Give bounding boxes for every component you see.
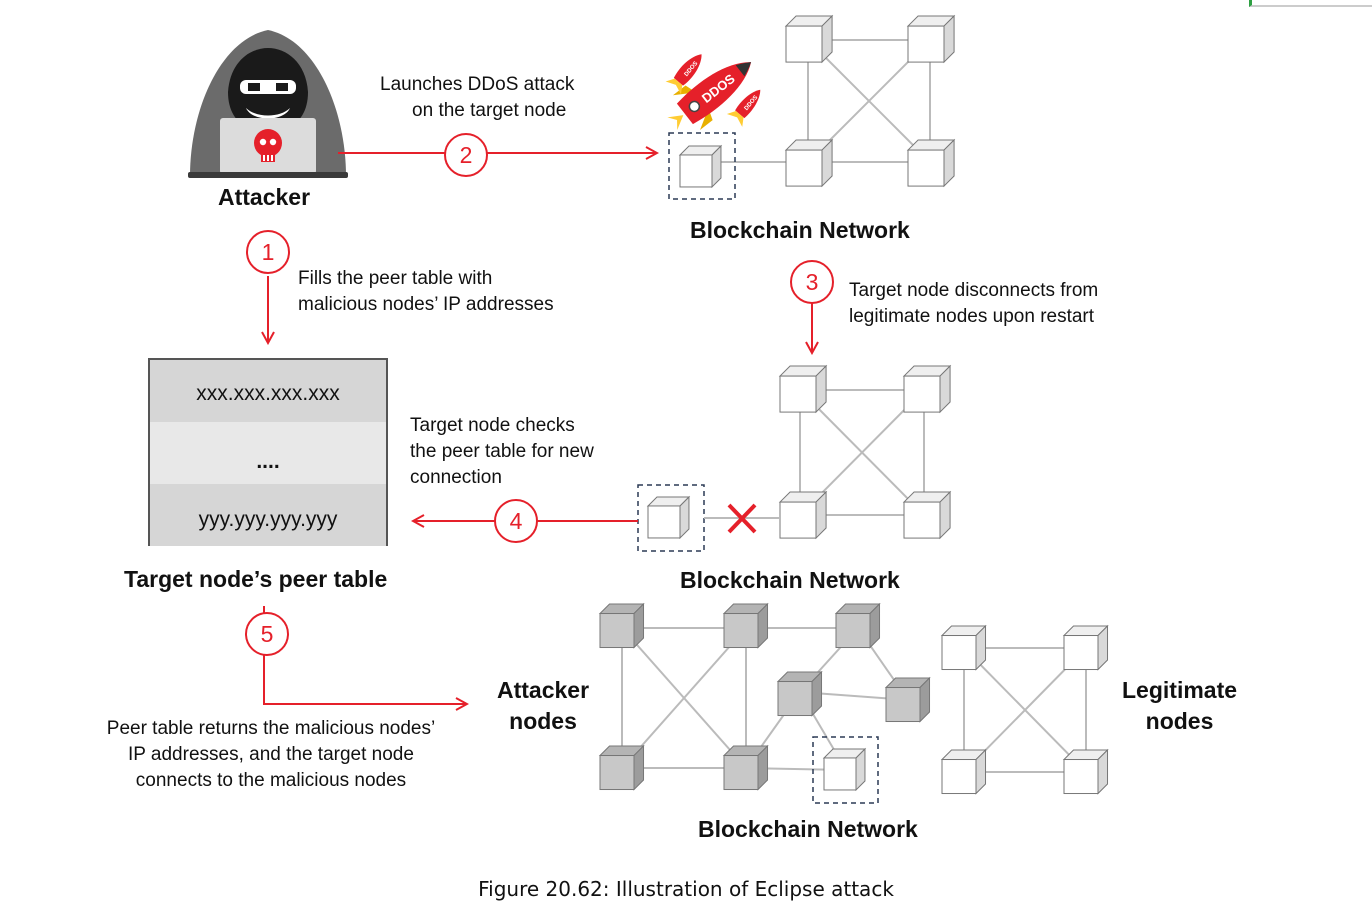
node-cube-icon [1062, 624, 1109, 671]
step-2-marker: 2 [444, 133, 488, 177]
step-2-text-line: on the target node [412, 100, 567, 121]
node-cube-icon [834, 602, 881, 649]
node-cube-icon [784, 14, 834, 64]
node-cube-icon [940, 748, 987, 795]
step-5-text-line: connects to the malicious nodes [135, 770, 407, 791]
node-cube-icon [1062, 748, 1109, 795]
node-cube-icon [778, 490, 828, 540]
node-cube-icon [678, 144, 723, 189]
network-graph [668, 14, 956, 200]
target-node-outline [812, 736, 879, 804]
attacker-nodes-label: Attacker nodes [497, 675, 589, 737]
node-cube-icon [598, 744, 645, 791]
node-cube-icon [940, 624, 987, 671]
step-5-marker: 5 [245, 612, 289, 656]
figure-caption: Figure 20.62: Illustration of Eclipse at… [478, 877, 894, 901]
peer-table: xxx.xxx.xxx.xxx .... yyy.yyy.yyy.yyy [148, 358, 388, 546]
step-number: 2 [460, 142, 473, 168]
step-3-marker: 3 [790, 260, 834, 304]
peer-table-row: .... [256, 450, 280, 473]
node-cube-icon [776, 670, 823, 717]
disconnect-x-icon [727, 503, 757, 534]
node-cube-icon [646, 495, 691, 540]
node-cube-icon [598, 602, 645, 649]
step-2-text-line: Launches DDoS attack [380, 74, 575, 95]
step-4-text-line: the peer table for new [410, 441, 594, 462]
corner-decoration [1249, 0, 1372, 7]
peer-table-row-2-bg [150, 422, 386, 484]
peer-table-row-1-bg [150, 360, 386, 422]
node-cube-icon [778, 364, 828, 414]
step-1-marker: 1 [246, 230, 290, 274]
node-cube-icon [722, 602, 769, 649]
node-cube-icon [722, 744, 769, 791]
node-cube-icon [906, 138, 956, 188]
step-4-text-line: Target node checks [410, 415, 575, 436]
legitimate-nodes-label: Legitimate nodes [1122, 675, 1237, 737]
node-cube-icon [784, 138, 834, 188]
step-number: 1 [262, 239, 275, 265]
node-cube-icon [822, 747, 867, 792]
network-edge [621, 627, 747, 769]
step-5-text-line: Peer table returns the malicious nodes’ [106, 718, 436, 739]
attacker-nodes-label-line: nodes [509, 708, 577, 734]
attacker-icon [188, 30, 348, 178]
step-3-text-line: legitimate nodes upon restart [849, 306, 1095, 327]
step-3-text-line: Target node disconnects from [849, 280, 1099, 301]
network-middle-label: Blockchain Network [680, 567, 900, 593]
peer-table-row: yyy.yyy.yyy.yyy [198, 508, 338, 531]
peer-table-row-3-bg [150, 484, 386, 546]
attacker-label: Attacker [218, 184, 311, 210]
legitimate-nodes-label-line: nodes [1145, 708, 1214, 734]
node-cube-icon [902, 490, 952, 540]
step-1-text: Fills the peer table with malicious node… [298, 266, 554, 318]
attacker-nodes-label-line: Attacker [497, 677, 590, 703]
network-top-label: Blockchain Network [690, 217, 910, 243]
step-2-text: Launches DDoS attack on the target node [380, 72, 574, 124]
target-node-outline [668, 132, 736, 200]
network-graph [637, 364, 952, 552]
node-cube-icon [884, 676, 931, 723]
step-1-text-line: malicious nodes’ IP addresses [298, 294, 554, 315]
step-3-text: Target node disconnects from legitimate … [849, 278, 1098, 330]
network-graph [598, 602, 931, 804]
step-4-text: Target node checks the peer table for ne… [410, 413, 594, 491]
peer-table-row: xxx.xxx.xxx.xxx [196, 382, 340, 405]
step-number: 5 [261, 621, 274, 647]
step-5-text: Peer table returns the malicious nodes’ … [88, 716, 454, 794]
legitimate-nodes-label-line: Legitimate [1122, 677, 1238, 703]
node-cube-icon [906, 14, 956, 64]
peer-table-title: Target node’s peer table [124, 566, 388, 592]
network-graph [940, 624, 1109, 795]
node-cube-icon [902, 364, 952, 414]
ddos-rocket-main-icon: DDOS [667, 62, 752, 131]
step-5-arrow [263, 606, 466, 704]
step-4-marker: 4 [494, 499, 538, 543]
step-5-text-line: IP addresses, and the target node [128, 744, 414, 765]
step-number: 4 [510, 508, 523, 534]
step-1-text-line: Fills the peer table with [298, 268, 493, 289]
step-number: 3 [806, 269, 819, 295]
step-4-text-line: connection [410, 467, 502, 488]
network-bottom-label: Blockchain Network [698, 816, 918, 842]
